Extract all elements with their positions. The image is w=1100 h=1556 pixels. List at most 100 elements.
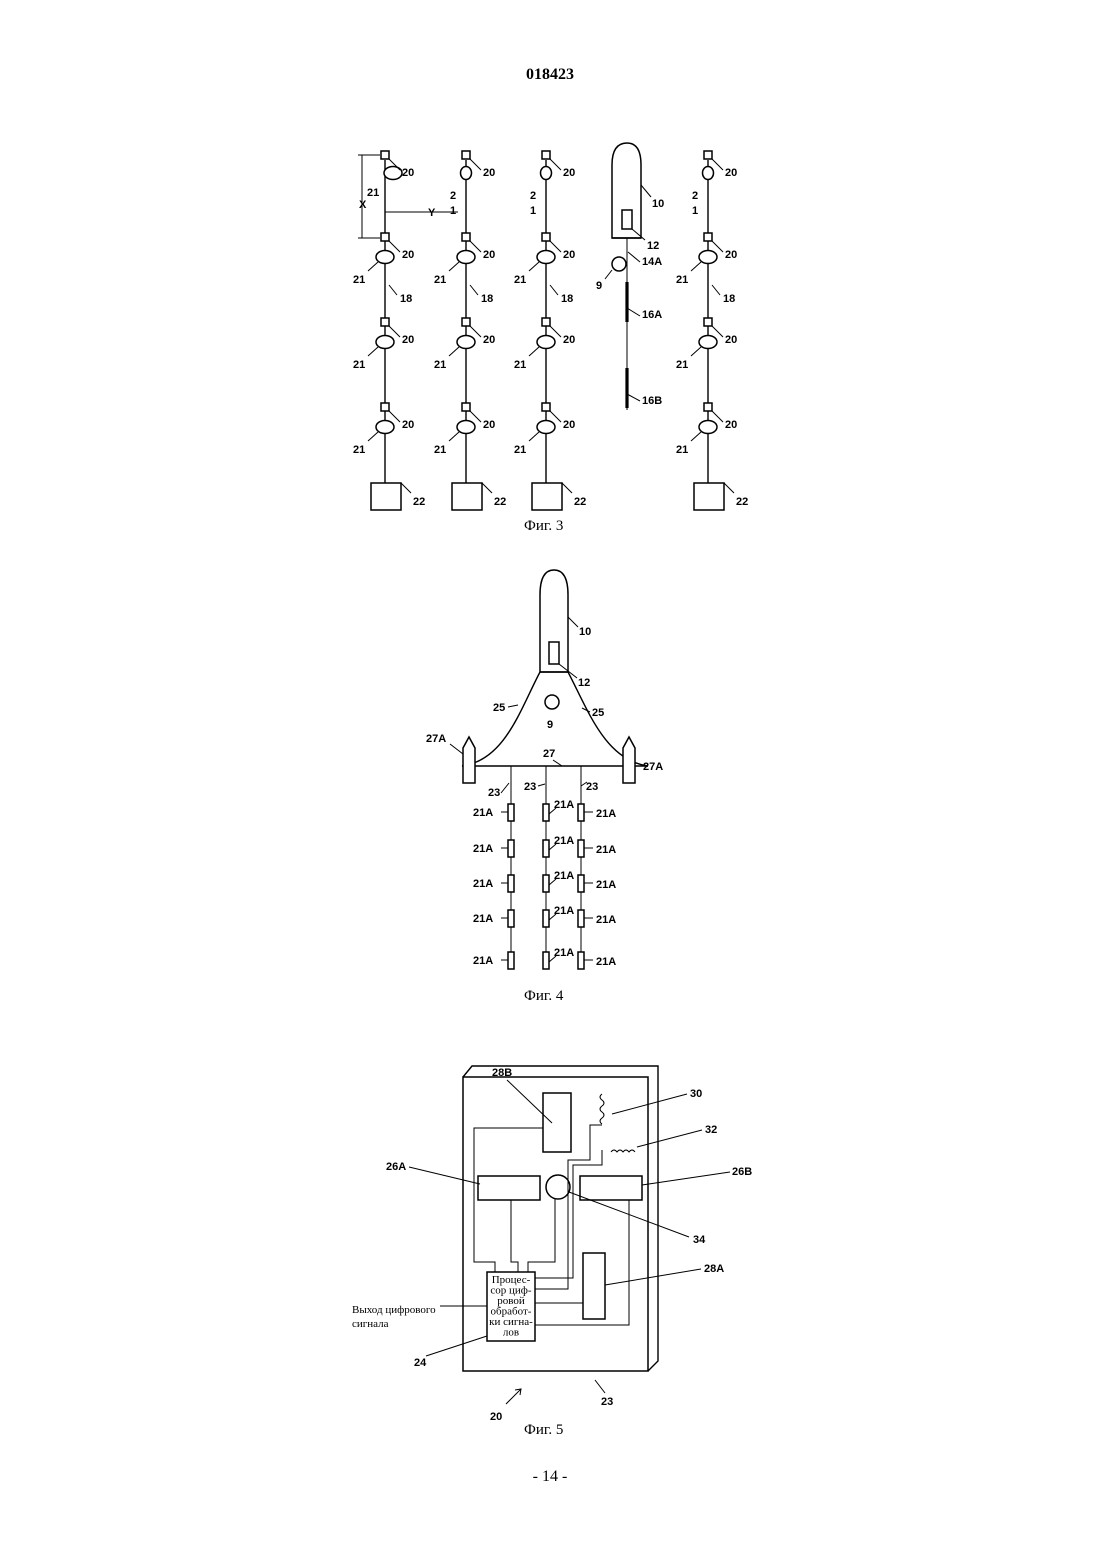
anchor-22 <box>371 483 401 510</box>
label-22: 22 <box>494 496 506 508</box>
leader-20 <box>470 159 481 170</box>
label-18: 18 <box>561 293 573 305</box>
label-21a: 21A <box>473 807 493 819</box>
label-20: 20 <box>402 167 414 179</box>
node-21a <box>543 804 549 821</box>
leader-22 <box>724 483 734 493</box>
output-label: Выход цифрового <box>352 1304 436 1316</box>
node-21a <box>543 952 549 969</box>
label-20: 20 <box>483 334 495 346</box>
label-21: 21 <box>676 444 688 456</box>
label-20: 20 <box>725 334 737 346</box>
sensor-node-20 <box>376 251 394 264</box>
block-28b <box>543 1093 571 1152</box>
label-16a: 16A <box>642 309 662 321</box>
label-1: 1 <box>530 205 536 217</box>
attachment-square <box>704 233 712 241</box>
sensor-node-20 <box>699 336 717 349</box>
node-21a <box>543 875 549 892</box>
leader-21 <box>449 347 459 356</box>
label-16b: 16B <box>642 395 662 407</box>
label-21: 21 <box>353 274 365 286</box>
leader-20 <box>389 241 400 252</box>
label-23-left: 23 <box>488 787 500 799</box>
leader-21a <box>549 808 556 814</box>
label-21a: 21A <box>554 905 574 917</box>
node-21a <box>508 910 514 927</box>
leader-16b <box>627 394 640 401</box>
label-25-left: 25 <box>493 702 505 714</box>
attachment-square <box>462 151 470 159</box>
label-21: 21 <box>353 359 365 371</box>
sensor-node-20 <box>457 421 475 434</box>
attachment-square <box>542 403 550 411</box>
leader-22 <box>401 483 411 493</box>
label-18: 18 <box>481 293 493 305</box>
node-21a <box>578 840 584 857</box>
label-21a: 21A <box>554 947 574 959</box>
label-20: 20 <box>563 249 575 261</box>
paravane-right-27a <box>623 737 635 783</box>
node-21a <box>578 952 584 969</box>
label-20: 20 <box>725 419 737 431</box>
leader-26b <box>642 1172 730 1185</box>
paravane-left-27a <box>463 737 475 783</box>
buoy-9 <box>612 257 626 271</box>
label-27a-right: 27A <box>643 761 663 773</box>
label-21a: 21A <box>554 835 574 847</box>
label-23-mid: 23 <box>524 781 536 793</box>
label-21a: 21A <box>473 913 493 925</box>
leader-21 <box>691 432 701 441</box>
leader-20 <box>712 411 723 422</box>
leader-20 <box>712 159 723 170</box>
recording-unit-12 <box>549 642 559 664</box>
attachment-square <box>381 318 389 326</box>
node-21a <box>508 804 514 821</box>
label-18: 18 <box>400 293 412 305</box>
label-20: 20 <box>402 419 414 431</box>
label-25-right: 25 <box>592 707 604 719</box>
label-x: X <box>359 199 367 211</box>
leader-21a <box>549 844 556 850</box>
label-30: 30 <box>690 1088 702 1100</box>
attachment-square <box>462 233 470 241</box>
label-21: 21 <box>434 444 446 456</box>
label-20: 20 <box>402 334 414 346</box>
sensor-node-20 <box>376 421 394 434</box>
label-21a: 21A <box>554 870 574 882</box>
label-20: 20 <box>563 167 575 179</box>
leader-16a <box>627 308 640 316</box>
label-9: 9 <box>596 280 602 292</box>
label-1: 1 <box>692 205 698 217</box>
block-26b <box>580 1176 642 1200</box>
label-21: 21 <box>514 444 526 456</box>
leader-21 <box>691 262 701 271</box>
anchor-22 <box>694 483 724 510</box>
leader-21 <box>529 432 539 441</box>
label-2: 2 <box>450 190 456 202</box>
leader-21 <box>529 347 539 356</box>
leader-20 <box>389 411 400 422</box>
label-21-top: 21 <box>367 187 379 199</box>
leader-20 <box>712 326 723 337</box>
arrow-20 <box>506 1389 521 1404</box>
dsp-text-line: лов <box>503 1327 519 1339</box>
sensor-node-20 <box>384 167 402 180</box>
label-21: 21 <box>434 274 446 286</box>
label-21: 21 <box>514 359 526 371</box>
sensor-node-20 <box>699 251 717 264</box>
sensor-node-20 <box>537 421 555 434</box>
leader-21 <box>449 262 459 271</box>
label-20: 20 <box>563 419 575 431</box>
label-24: 24 <box>414 1357 427 1369</box>
sensor-node-20 <box>537 251 555 264</box>
leader-18 <box>470 285 478 295</box>
label-y: Y <box>428 207 436 219</box>
anchor-22 <box>532 483 562 510</box>
sphere-34 <box>546 1175 570 1199</box>
caption-fig4: Фиг. 4 <box>524 988 564 1004</box>
leader-21a <box>549 914 556 920</box>
page-number: - 14 - <box>0 1468 1100 1486</box>
leader-20 <box>470 326 481 337</box>
label-20: 20 <box>490 1411 502 1423</box>
